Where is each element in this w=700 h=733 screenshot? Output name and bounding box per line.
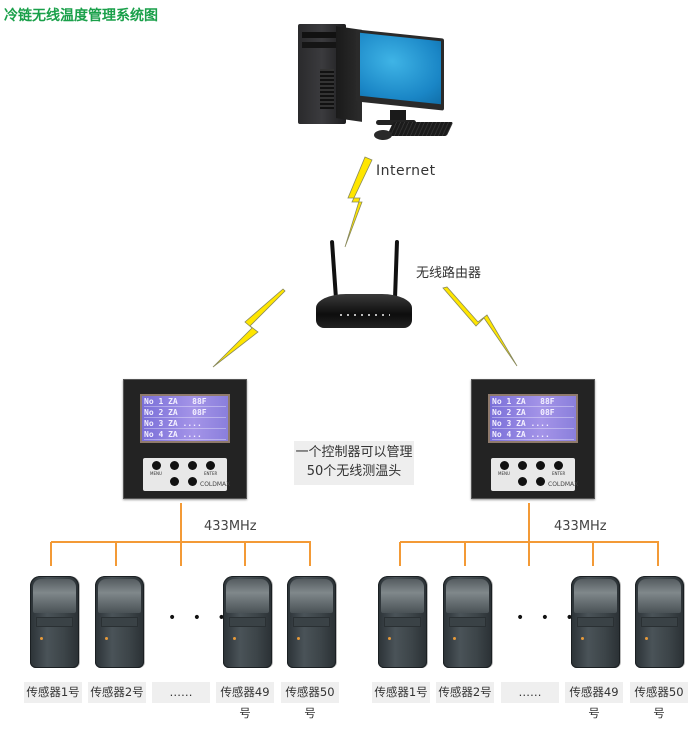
- ellipsis-icon: • • •: [168, 610, 232, 626]
- sensor-label: 传感器1号: [24, 682, 82, 703]
- lightning-bolt-icon: [442, 286, 518, 367]
- up-button: [170, 461, 179, 470]
- wireless-router: [314, 238, 414, 330]
- led-indicator-icon: [388, 637, 391, 640]
- capacity-note: 一个控制器可以管理 50个无线测温头: [294, 441, 414, 485]
- enter-button: [206, 461, 215, 470]
- brand-logo: COLDMAX: [200, 481, 231, 488]
- router-label: 无线路由器: [416, 266, 482, 281]
- brand-logo: COLDMAX: [548, 481, 579, 488]
- left-button: [536, 477, 545, 486]
- antenna-icon: [392, 239, 400, 301]
- sensor-device: [635, 576, 684, 668]
- note-line-2: 50个无线测温头: [306, 464, 402, 479]
- diagram-title: 冷链无线温度管理系统图: [4, 8, 158, 24]
- controller-left: No 1 ZA 88F No 2 ZA 08F No 3 ZA .... No …: [123, 379, 247, 499]
- lightning-bolt-icon: [212, 288, 286, 368]
- led-indicator-icon: [645, 637, 648, 640]
- led-indicator-icon: [453, 637, 456, 640]
- ellipsis-icon: • • •: [516, 610, 580, 626]
- lcd-row: No 1 ZA 88F: [492, 397, 574, 408]
- sensor-device: [287, 576, 336, 668]
- sensor-label: 传感器1号: [372, 682, 430, 703]
- keypad: MENU ENTER COLDMAX: [143, 458, 231, 491]
- left-sensor-bus: [50, 503, 311, 566]
- sensor-label: 传感器49号: [565, 682, 623, 720]
- lcd-row: No 3 ZA ....: [492, 419, 574, 429]
- right-button: [536, 461, 545, 470]
- internet-label: Internet: [376, 163, 436, 179]
- monitor-icon: [356, 29, 444, 111]
- sensor-device: [223, 576, 272, 668]
- led-indicator-icon: [40, 637, 43, 640]
- sensor-label: 传感器50号: [281, 682, 339, 720]
- lcd-row: No 4 ZA ....: [144, 430, 226, 440]
- router-body-icon: [316, 294, 412, 328]
- controller-right: No 1 ZA 88F No 2 ZA 08F No 3 ZA .... No …: [471, 379, 595, 499]
- frequency-label-left: 433MHz: [204, 519, 257, 534]
- sensor-device: [95, 576, 144, 668]
- menu-button: [152, 461, 161, 470]
- menu-label: MENU: [498, 471, 510, 476]
- sensor-device: [378, 576, 427, 668]
- led-indicator-icon: [105, 637, 108, 640]
- sensor-label: ……: [152, 682, 210, 703]
- lightning-bolt-icon: [344, 156, 373, 248]
- sensor-device: [30, 576, 79, 668]
- right-button: [188, 461, 197, 470]
- led-indicator-icon: [581, 637, 584, 640]
- up-button: [518, 461, 527, 470]
- lcd-screen: No 1 ZA 88F No 2 ZA 08F No 3 ZA .... No …: [488, 394, 578, 443]
- menu-button: [500, 461, 509, 470]
- keypad: MENU ENTER COLDMAX: [491, 458, 579, 491]
- down-button: [518, 477, 527, 486]
- keyboard-icon: [386, 122, 454, 136]
- sensor-label: 传感器2号: [88, 682, 146, 703]
- mouse-icon: [374, 130, 392, 140]
- sensor-device: [443, 576, 492, 668]
- lcd-row: No 2 ZA 08F: [144, 408, 226, 419]
- sensor-label: 传感器50号: [630, 682, 688, 720]
- led-indicator-icon: [233, 637, 236, 640]
- sensor-label: 传感器2号: [436, 682, 494, 703]
- note-line-1: 一个控制器可以管理: [295, 445, 413, 460]
- lcd-row: No 3 ZA ....: [144, 419, 226, 429]
- down-button: [170, 477, 179, 486]
- right-sensor-bus: [399, 503, 659, 566]
- sensor-device: [571, 576, 620, 668]
- lcd-screen: No 1 ZA 88F No 2 ZA 08F No 3 ZA .... No …: [140, 394, 230, 443]
- enter-button: [554, 461, 563, 470]
- antenna-icon: [329, 239, 339, 301]
- frequency-label-right: 433MHz: [554, 519, 607, 534]
- lcd-row: No 1 ZA 88F: [144, 397, 226, 408]
- enter-label: ENTER: [204, 471, 218, 476]
- enter-label: ENTER: [552, 471, 566, 476]
- menu-label: MENU: [150, 471, 162, 476]
- led-indicator-icon: [297, 637, 300, 640]
- left-button: [188, 477, 197, 486]
- desktop-computer: [296, 22, 454, 144]
- sensor-label: ……: [501, 682, 559, 703]
- lcd-row: No 4 ZA ....: [492, 430, 574, 440]
- sensor-label: 传感器49号: [216, 682, 274, 720]
- lcd-row: No 2 ZA 08F: [492, 408, 574, 419]
